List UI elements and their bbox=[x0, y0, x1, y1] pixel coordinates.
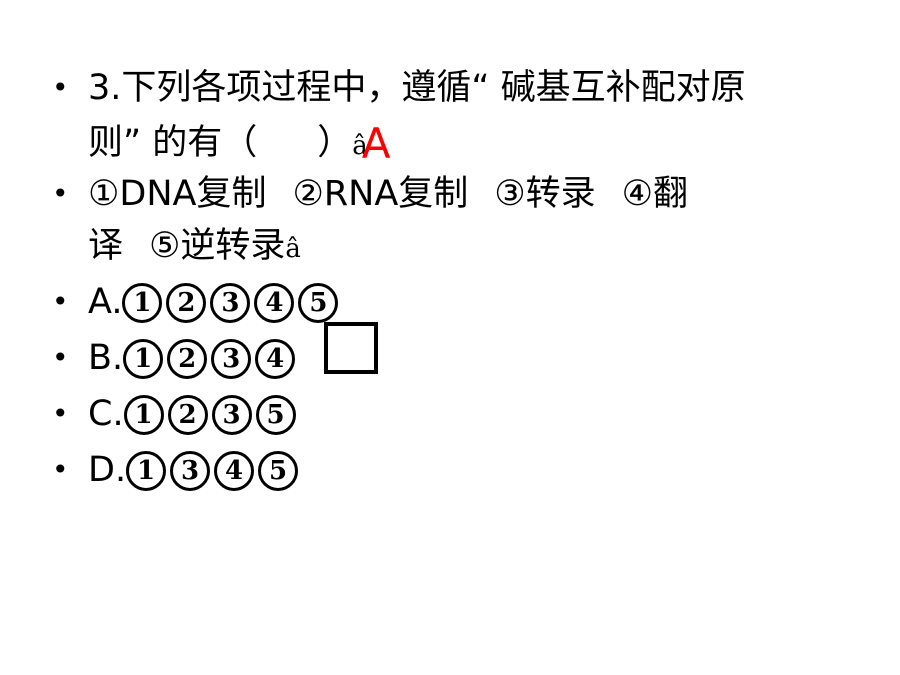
bullet: • bbox=[52, 177, 69, 210]
circled-number: 3 bbox=[210, 283, 251, 323]
circled-number: 1 bbox=[122, 283, 163, 323]
process-4: ④翻 bbox=[621, 174, 689, 214]
circled-number: 3 bbox=[211, 395, 252, 435]
circled-number: 4 bbox=[255, 339, 296, 379]
bullet: • bbox=[52, 285, 69, 318]
processes-line-2: 译 ⑤逆转录â bbox=[88, 220, 852, 275]
question-line-2: 则” 的有（ ）âA bbox=[88, 114, 852, 172]
option-label: A. bbox=[88, 282, 123, 322]
question-item: • 3.下列各项过程中，遵循“ 碱基互补配对原 则” 的有（ ）âA bbox=[52, 62, 852, 172]
process-1: ①DNA复制 bbox=[88, 174, 267, 214]
garbled-char: â bbox=[285, 234, 301, 264]
process-4-cont: 译 bbox=[88, 226, 124, 266]
process-3: ③转录 bbox=[494, 174, 596, 214]
circled-number: 5 bbox=[255, 395, 296, 435]
empty-box-mark bbox=[324, 322, 378, 374]
bullet: • bbox=[52, 453, 69, 486]
bullet: • bbox=[52, 71, 69, 104]
circled-number: 4 bbox=[214, 451, 255, 491]
circled-number: 4 bbox=[254, 283, 295, 323]
option-label: D. bbox=[88, 450, 127, 490]
question-prefix: 则” 的有（ bbox=[88, 123, 258, 163]
process-5: ⑤逆转录 bbox=[149, 226, 286, 266]
question-close-paren: ） bbox=[317, 123, 353, 163]
circled-number: 2 bbox=[166, 283, 207, 323]
option-label: C. bbox=[88, 394, 124, 434]
circled-number: 3 bbox=[170, 451, 211, 491]
option-label: B. bbox=[88, 338, 124, 378]
circled-number: 1 bbox=[123, 395, 164, 435]
garbled-char: â bbox=[352, 131, 368, 161]
bullet: • bbox=[52, 341, 69, 374]
question-line-1: 3.下列各项过程中，遵循“ 碱基互补配对原 bbox=[88, 68, 746, 108]
process-2: ②RNA复制 bbox=[292, 174, 469, 214]
circled-number: 5 bbox=[258, 451, 299, 491]
bullet: • bbox=[52, 397, 69, 430]
processes-item: • ①DNA复制 ②RNA复制 ③转录 ④翻 译 ⑤逆转录â bbox=[52, 168, 852, 275]
circled-number: 2 bbox=[167, 395, 208, 435]
circled-number: 1 bbox=[123, 339, 164, 379]
circled-number: 1 bbox=[126, 451, 167, 491]
answer-mark: A bbox=[361, 119, 391, 168]
circled-number: 3 bbox=[211, 339, 252, 379]
circled-number: 2 bbox=[167, 339, 208, 379]
processes-line-1: ①DNA复制 ②RNA复制 ③转录 ④翻 bbox=[88, 168, 852, 220]
circled-number: 5 bbox=[298, 283, 339, 323]
